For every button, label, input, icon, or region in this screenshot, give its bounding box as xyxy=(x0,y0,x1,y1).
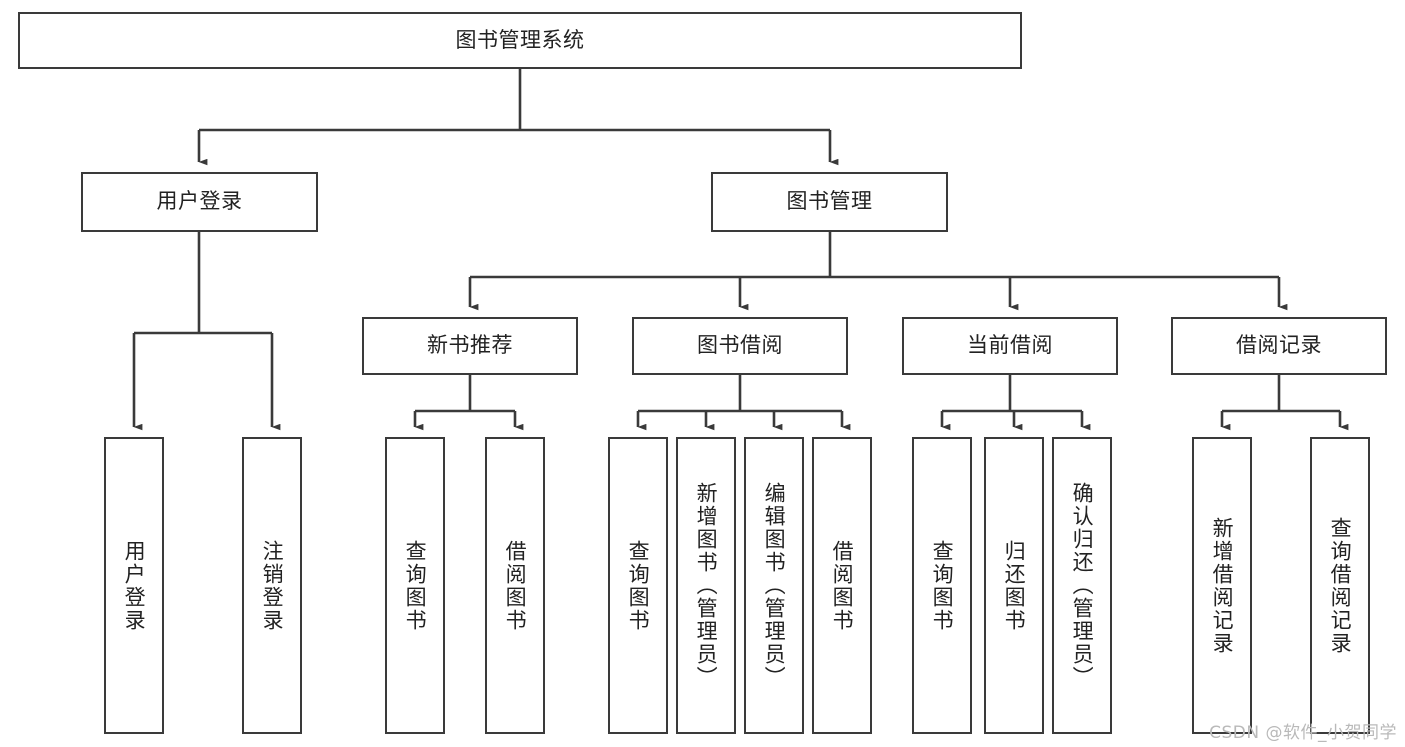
leaf-query-book-current-label: 查询图书 xyxy=(930,539,955,632)
leaf-return-book[interactable]: 归还图书 xyxy=(984,437,1044,734)
leaf-query-borrow-record[interactable]: 查询借阅记录 xyxy=(1310,437,1370,734)
node-current-borrow[interactable]: 当前借阅 xyxy=(902,317,1118,375)
node-book-borrow-label: 图书借阅 xyxy=(697,333,783,358)
leaf-edit-book-admin-label: 编辑图书（管理员） xyxy=(762,482,787,689)
node-book-management[interactable]: 图书管理 xyxy=(711,172,948,232)
leaf-query-book-current[interactable]: 查询图书 xyxy=(912,437,972,734)
leaf-confirm-return-admin[interactable]: 确认归还（管理员） xyxy=(1052,437,1112,734)
leaf-query-book-borrow-label: 查询图书 xyxy=(626,539,651,632)
leaf-add-borrow-record[interactable]: 新增借阅记录 xyxy=(1192,437,1252,734)
node-new-book-recommend-label: 新书推荐 xyxy=(427,333,513,358)
leaf-logout-label: 注销登录 xyxy=(260,539,285,632)
node-root-label: 图书管理系统 xyxy=(455,27,585,52)
leaf-confirm-return-admin-label: 确认归还（管理员） xyxy=(1070,482,1095,689)
node-root[interactable]: 图书管理系统 xyxy=(18,12,1022,69)
leaf-borrow-book-label: 借阅图书 xyxy=(830,539,855,632)
node-new-book-recommend[interactable]: 新书推荐 xyxy=(362,317,578,375)
leaf-return-book-label: 归还图书 xyxy=(1002,539,1027,632)
leaf-borrow-book-new-label: 借阅图书 xyxy=(503,539,528,632)
leaf-query-book-new[interactable]: 查询图书 xyxy=(385,437,445,734)
leaf-edit-book-admin[interactable]: 编辑图书（管理员） xyxy=(744,437,804,734)
leaf-user-login[interactable]: 用户登录 xyxy=(104,437,164,734)
node-user-login-label: 用户登录 xyxy=(156,189,243,214)
csdn-watermark: CSDN @软件_小贺同学 xyxy=(1209,723,1397,743)
node-book-management-label: 图书管理 xyxy=(786,189,873,214)
leaf-query-book-new-label: 查询图书 xyxy=(403,539,428,632)
leaf-borrow-book[interactable]: 借阅图书 xyxy=(812,437,872,734)
leaf-add-book-admin-label: 新增图书（管理员） xyxy=(694,482,719,689)
leaf-query-borrow-record-label: 查询借阅记录 xyxy=(1328,516,1353,655)
node-borrow-record[interactable]: 借阅记录 xyxy=(1171,317,1387,375)
leaf-add-book-admin[interactable]: 新增图书（管理员） xyxy=(676,437,736,734)
leaf-user-login-label: 用户登录 xyxy=(122,539,147,632)
node-borrow-record-label: 借阅记录 xyxy=(1236,333,1322,358)
leaf-query-book-borrow[interactable]: 查询图书 xyxy=(608,437,668,734)
leaf-logout[interactable]: 注销登录 xyxy=(242,437,302,734)
node-current-borrow-label: 当前借阅 xyxy=(967,333,1053,358)
node-book-borrow[interactable]: 图书借阅 xyxy=(632,317,848,375)
leaf-add-borrow-record-label: 新增借阅记录 xyxy=(1210,516,1235,655)
leaf-borrow-book-new[interactable]: 借阅图书 xyxy=(485,437,545,734)
node-user-login[interactable]: 用户登录 xyxy=(81,172,318,232)
